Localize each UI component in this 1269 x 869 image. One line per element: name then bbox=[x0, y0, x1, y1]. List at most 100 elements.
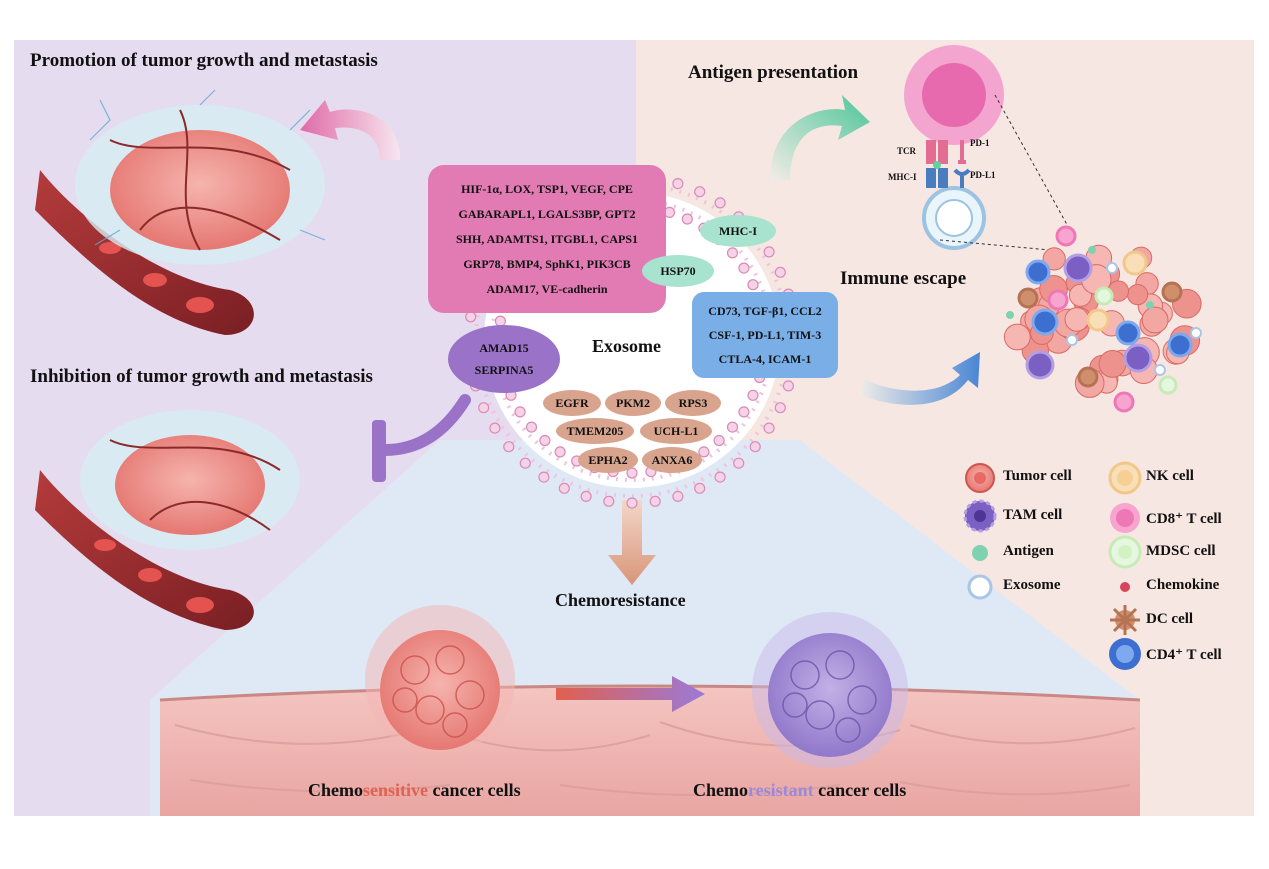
membrane-bead bbox=[465, 311, 477, 323]
membrane-bead bbox=[603, 495, 615, 507]
promotion-line: ADAM17, VE-cadherin bbox=[486, 281, 608, 296]
legend-icons bbox=[963, 461, 1142, 670]
chemokine-icon bbox=[1120, 582, 1130, 592]
membrane-bead bbox=[663, 206, 676, 218]
tumor-microenvironment bbox=[1003, 225, 1202, 413]
chemo-pill: EPHA2 bbox=[578, 447, 638, 473]
membrane-bead bbox=[681, 213, 693, 225]
immune-line: CD73, TGF-β1, CCL2 bbox=[708, 304, 822, 318]
membrane-bead bbox=[747, 279, 759, 291]
tme-tumor-cell bbox=[1098, 350, 1127, 378]
cd4-t-cell-icon bbox=[1109, 638, 1141, 670]
tme-immune-cell bbox=[1063, 253, 1093, 283]
promotion-line: SHH, ADAMTS1, ITGBL1, CAPS1 bbox=[455, 231, 639, 246]
chemosensitive-highlight: sensitive bbox=[363, 780, 428, 800]
tme-tumor-cell bbox=[1127, 284, 1149, 306]
membrane-bead bbox=[713, 434, 725, 447]
tme-tumor-cell bbox=[1042, 247, 1066, 271]
chemosensitive-prefix: Chemo bbox=[308, 780, 363, 800]
tme-antigen bbox=[1146, 301, 1154, 309]
chemoresistance-arrow bbox=[608, 500, 656, 585]
membrane-bead bbox=[519, 457, 531, 469]
tumor-cell-icon bbox=[965, 463, 995, 493]
membrane-bead bbox=[774, 402, 786, 414]
promotion-line: HIF-1α, LOX, TSP1, VEGF, CPE bbox=[461, 181, 633, 196]
legend-tumor-cell: Tumor cell bbox=[1003, 468, 1072, 484]
immune-line: CTLA-4, ICAM-1 bbox=[718, 352, 812, 366]
tme-immune-cell bbox=[1161, 281, 1183, 303]
membrane-bead bbox=[763, 246, 775, 258]
pd1-label: PD-1 bbox=[970, 138, 990, 148]
chemo-pill: RPS3 bbox=[665, 390, 721, 416]
inhibition-molecule-box: AMAD15 SERPINA5 bbox=[448, 325, 560, 393]
chemo-pill: ANXA6 bbox=[642, 447, 702, 473]
antigen-arrow bbox=[770, 95, 870, 180]
membrane-bead bbox=[626, 497, 638, 509]
membrane-bead bbox=[749, 441, 761, 453]
tcr-label: TCR bbox=[897, 146, 917, 156]
tme-immune-cell bbox=[1158, 375, 1178, 395]
antigen-presentation-title: Antigen presentation bbox=[688, 62, 859, 83]
membrane-bead bbox=[763, 422, 775, 434]
tme-immune-cell bbox=[1115, 320, 1141, 346]
chemo-transition-arrow bbox=[556, 676, 705, 712]
membrane-bead bbox=[554, 446, 566, 458]
membrane-bead bbox=[698, 446, 710, 458]
membrane-bead bbox=[726, 421, 739, 433]
chemosensitive-label: Chemosensitive cancer cells bbox=[308, 780, 521, 801]
legend-exosome: Exosome bbox=[1003, 577, 1061, 593]
membrane-bead bbox=[626, 467, 638, 479]
legend-cd8-t-cell: CD8⁺ T cell bbox=[1146, 511, 1222, 527]
membrane-bead bbox=[738, 262, 750, 274]
membrane-bead bbox=[649, 495, 661, 507]
legend-mdsc-cell: MDSC cell bbox=[1146, 543, 1216, 559]
antigen-icon bbox=[972, 545, 988, 561]
chemosensitive-cluster bbox=[365, 605, 515, 755]
membrane-bead bbox=[503, 441, 515, 453]
membrane-bead bbox=[694, 186, 706, 198]
immune-escape-title: Immune escape bbox=[840, 268, 967, 289]
tme-immune-cell bbox=[1167, 332, 1193, 358]
tme-exosome bbox=[1190, 327, 1202, 339]
membrane-bead bbox=[672, 178, 684, 190]
legend-nk-cell: NK cell bbox=[1146, 468, 1194, 484]
legend-tam-cell: TAM cell bbox=[1003, 507, 1063, 523]
promotion-molecule-box: HIF-1α, LOX, TSP1, VEGF, CPE GABARAPL1, … bbox=[428, 165, 666, 313]
legend-chemokine: Chemokine bbox=[1146, 577, 1220, 593]
legend-dc-cell: DC cell bbox=[1146, 611, 1194, 627]
tumor-vessel-bottom bbox=[35, 410, 300, 630]
legend-cd4-t-cell: CD4⁺ T cell bbox=[1146, 647, 1222, 663]
tme-antigen bbox=[1088, 246, 1096, 254]
tme-antigen bbox=[1006, 311, 1014, 319]
chemo-pill: TMEM205 bbox=[556, 418, 634, 444]
exosome-icon bbox=[967, 574, 993, 600]
chemo-pill: PKM2 bbox=[605, 390, 661, 416]
membrane-bead bbox=[714, 197, 726, 209]
tme-exosome bbox=[1106, 262, 1118, 274]
chemoresistant-highlight: resistant bbox=[748, 780, 814, 800]
mhc-pill: MHC-I bbox=[700, 215, 776, 247]
membrane-bead bbox=[782, 380, 795, 392]
chemo-pill: EGFR bbox=[543, 390, 601, 416]
chemoresistance-label: Chemoresistance bbox=[555, 590, 686, 610]
membrane-bead bbox=[478, 402, 490, 414]
tme-tumor-cell bbox=[1003, 323, 1031, 351]
tme-tumor-cell bbox=[1064, 307, 1090, 332]
tme-immune-cell bbox=[1094, 286, 1114, 306]
membrane-bead bbox=[514, 406, 526, 418]
immune-synapse bbox=[904, 45, 1071, 251]
tam-cell-icon bbox=[963, 499, 997, 533]
dc-cell-icon bbox=[1110, 605, 1140, 635]
tme-exosome bbox=[1066, 334, 1078, 346]
immune-line: CSF-1, PD-L1, TIM-3 bbox=[708, 328, 822, 342]
membrane-bead bbox=[694, 482, 706, 494]
tme-immune-cell bbox=[1017, 287, 1039, 309]
tme-immune-cell bbox=[1025, 350, 1055, 380]
tme-exosome bbox=[1154, 364, 1166, 376]
membrane-bead bbox=[558, 482, 570, 494]
immune-molecule-box: CD73, TGF-β1, CCL2 CSF-1, PD-L1, TIM-3 C… bbox=[692, 292, 838, 378]
hsp-pill: HSP70 bbox=[642, 255, 714, 287]
membrane-bead bbox=[580, 490, 592, 502]
chemosensitive-suffix: cancer cells bbox=[428, 780, 521, 800]
nk-cell-icon bbox=[1108, 461, 1142, 495]
